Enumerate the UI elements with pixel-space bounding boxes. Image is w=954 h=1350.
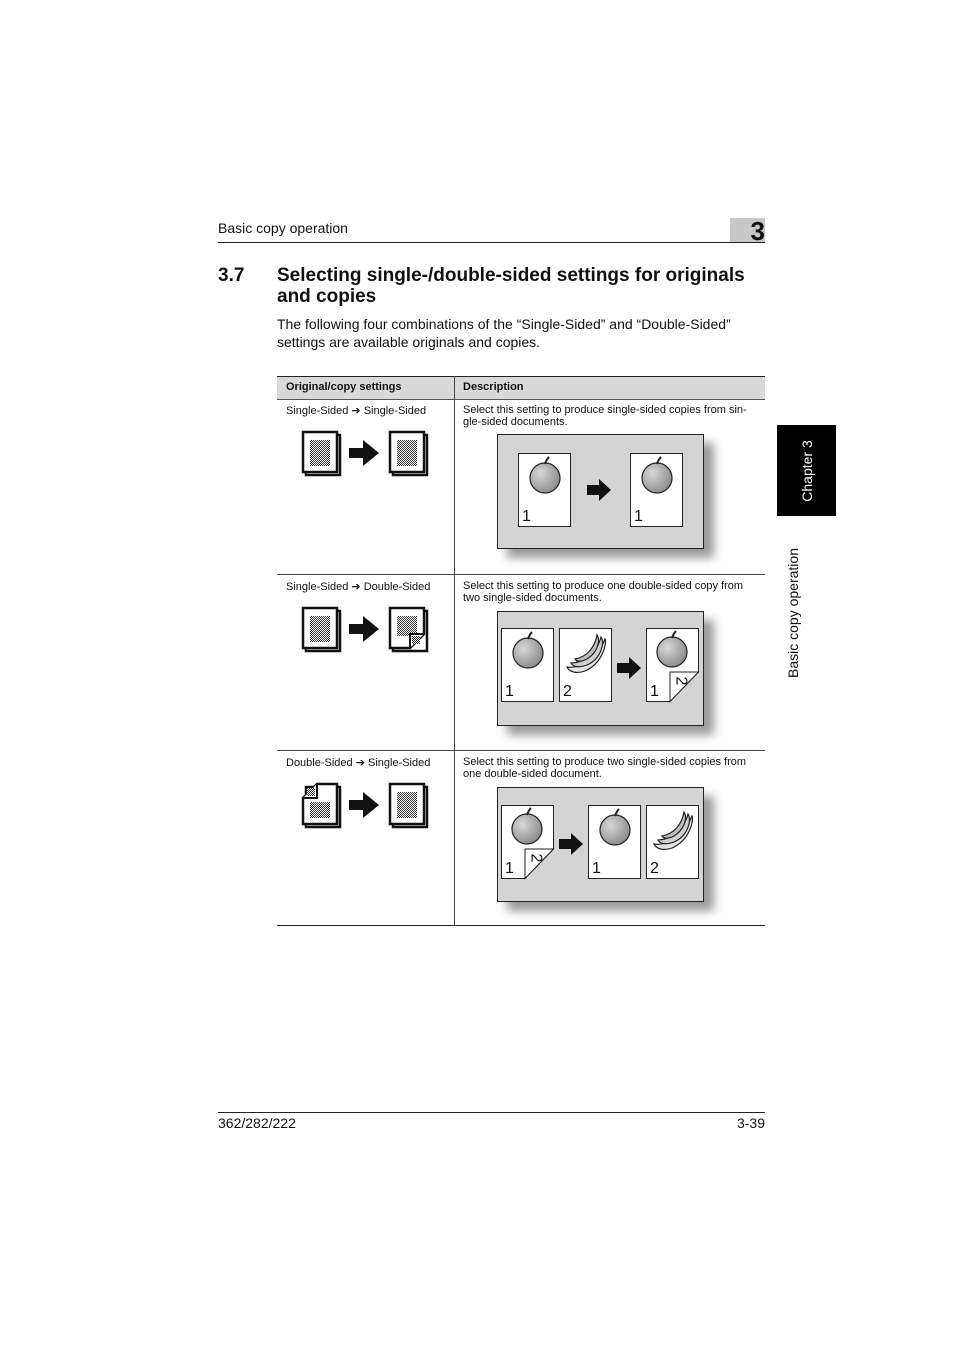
copy-page: 1 <box>588 805 641 879</box>
side-tab-title: Basic copy operation <box>785 547 801 678</box>
footer-rule <box>218 1112 765 1113</box>
original-page: 1 <box>501 628 554 702</box>
arrow-icon <box>559 833 583 855</box>
column-header-settings: Original/copy settings <box>286 381 402 393</box>
illustration-panel: 1 2 1 2 <box>497 787 704 902</box>
page-number: 3-39 <box>736 1115 765 1131</box>
folded-page-icon <box>501 805 555 880</box>
original-page: 2 <box>559 628 612 702</box>
chapter-number-box <box>730 218 765 242</box>
setting-description: Select this setting to produce two singl… <box>463 756 747 780</box>
running-header: Basic copy operation <box>218 220 348 236</box>
side-tab-chapter: Chapter 3 <box>798 439 815 502</box>
section-number: 3.7 <box>218 265 245 286</box>
setting-label: Single-Sided ➔ Single-Sided <box>286 405 427 417</box>
copy-page: 1 <box>630 453 683 527</box>
footer-model: 362/282/222 <box>218 1115 296 1131</box>
illustration-panel: 1 2 1 2 <box>497 611 704 726</box>
folded-page-icon <box>646 628 700 703</box>
header-rule <box>218 242 765 243</box>
table-header: Original/copy settings Description <box>277 376 765 400</box>
arrow-icon <box>587 479 611 501</box>
row-divider <box>277 750 765 751</box>
row-divider <box>277 574 765 575</box>
arrow-icon <box>617 657 641 679</box>
original-page: 1 <box>518 453 571 527</box>
table-bottom-rule <box>277 925 765 926</box>
copy-page: 1 2 <box>646 628 700 703</box>
setting-label: Double-Sided ➔ Single-Sided <box>286 757 431 769</box>
original-page: 1 2 <box>501 805 555 880</box>
chapter-side-tab <box>777 425 836 516</box>
single-to-single-icon <box>301 430 429 477</box>
copy-page: 2 <box>646 805 699 879</box>
section-intro: The following four combinations of the “… <box>277 316 731 350</box>
setting-label: Single-Sided ➔ Double-Sided <box>286 581 431 593</box>
illustration-panel: 1 1 <box>497 434 704 549</box>
double-to-single-icon <box>301 782 429 829</box>
single-to-double-icon <box>301 606 429 653</box>
column-header-description: Description <box>463 381 524 393</box>
setting-description: Select this setting to produce single-si… <box>463 404 747 428</box>
section-title: Selecting single-/double-sided settings … <box>277 265 745 307</box>
chapter-number: 3 <box>750 216 765 246</box>
setting-description: Select this setting to produce one doubl… <box>463 580 744 604</box>
column-divider <box>454 376 455 926</box>
